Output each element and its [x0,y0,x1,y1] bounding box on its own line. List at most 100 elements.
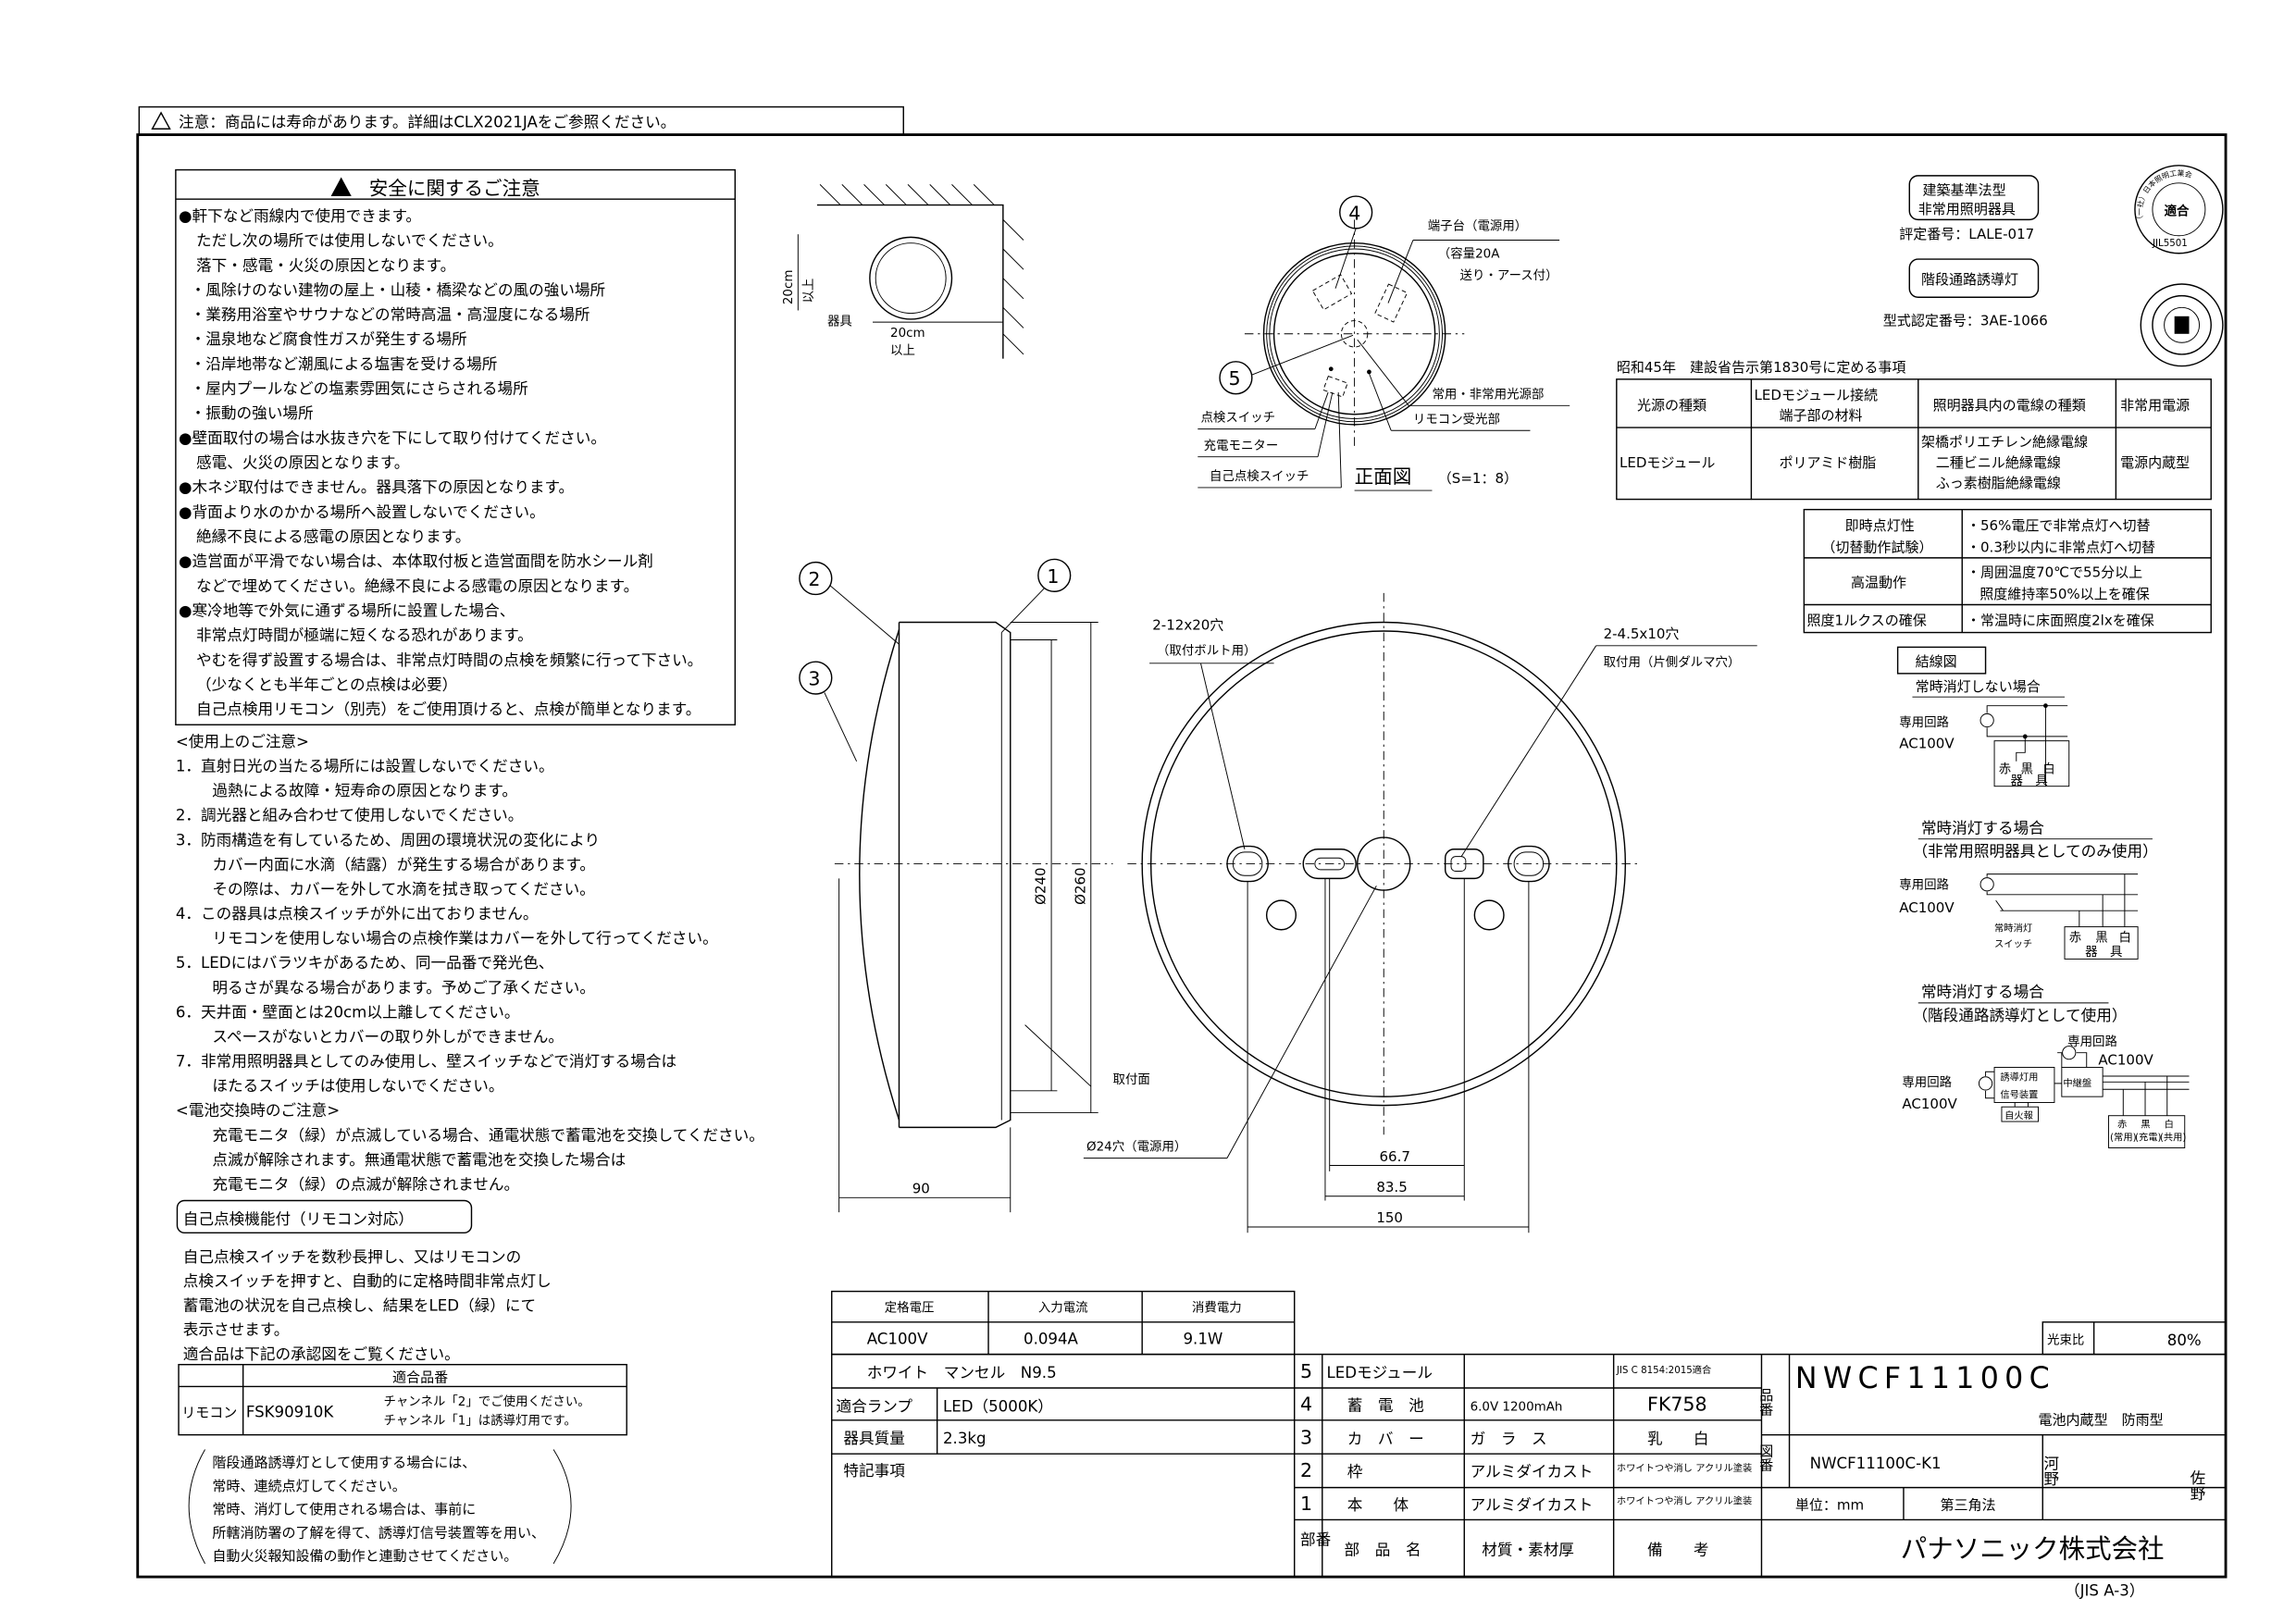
perf-label: 照度1ルクスの確保 [1807,613,1927,629]
regulation-title: 昭和45年 建設省告示第1830号に定める事項 [1617,359,1906,376]
rated-voltage: AC100V [867,1331,928,1348]
usage-line: 5．LEDにはバラツキがあるため、同一品番で発光色、 [176,954,554,972]
wiring-case1: 常時消灯しない場合 [1916,678,2041,695]
safety-line: 絶縁不良による感電の原因となります。 [196,528,470,546]
sheet-size: （JIS A-3） [2065,1582,2144,1600]
drawing-no-label: 図番 [1757,1443,1774,1471]
safety-line: ●造営面が平滑でない場合は、本体取付板と造営面間を防水シール剤 [179,552,653,570]
part-remarks: 乳 白 [1647,1430,1708,1447]
power-hole-label: Ø24穴（電源用） [1086,1140,1186,1155]
stamp-code-text: JIL5501 [2152,238,2188,249]
usage-line: リモコンを使用しない場合の点検作業はカバーを外して行ってください。 [212,930,717,948]
checker-signature: 佐野 [2188,1469,2205,1501]
safety-line: ●壁面取付の場合は水抜き穴を下にして取り付けてください。 [179,429,606,447]
fire-alarm-label: 自火報 [2004,1109,2033,1121]
light-source-label: 常用・非常用光源部 [1432,387,1544,402]
safety-line: やむを得ず設置する場合は、非常点灯時間の点検を頻繁に行って下さい。 [196,651,702,669]
dim-66-7: 66.7 [1379,1148,1409,1165]
fixture-label: 器具 [827,315,852,328]
part-remarks: JIS C 8154:2015適合 [1616,1364,1712,1376]
wire-black-use: (充電) [2135,1132,2162,1144]
safety-line: ●背面より水のかかる場所へ設置しないでください。 [179,503,545,521]
wire-red-use: (常用) [2110,1132,2137,1144]
safety-line: ・業務用浴室やサウナなどの常時高温・高湿度になる場所 [191,306,590,324]
wiring-case2-sub: （非常用照明器具としてのみ使用） [1912,843,2157,861]
company-name: パナソニック株式会社 [1901,1534,2165,1565]
stair-note-line: 常時、連続点灯してください。 [212,1478,405,1494]
spec-header: 定格電圧 [885,1301,935,1316]
certifications: 建築基準法型 非常用照明器具 評定番号：LALE-017 階段通路誘導灯 型式認… [1883,165,2224,367]
safety-line: 自己点検用リモコン（別売）をご使用頂けると、点検が簡単となります。 [196,700,701,718]
part-name: カ バ ー [1347,1430,1424,1447]
usage-line: 点滅が解除されます。無通電状態で蓄電池を交換した場合は [212,1151,626,1169]
safety-notice: 安全に関するご注意 ●軒下など雨線内で使用できます。ただし次の場所では使用しない… [175,168,737,725]
circuit-label: 専用回路 [1902,1075,1952,1090]
part-material: 6.0V 1200mAh [1471,1401,1563,1415]
header-part-name: 部 品 名 [1345,1541,1421,1558]
part-material: アルミダイカスト [1471,1496,1594,1514]
wire-red: 赤 [1999,762,2011,776]
selfcheck-line: 表示させます。 [183,1321,290,1339]
dim-150: 150 [1376,1209,1403,1226]
remote-channel-note: チャンネル「2」でご使用ください。 [384,1394,590,1409]
lamp-label: 適合ランプ [836,1397,912,1415]
diameter-240-label: Ø240 [1033,867,1049,904]
depth-90-label: 90 [912,1181,930,1197]
usage-line: 2．調光器と組み合わせて使用しないでください。 [176,807,523,824]
wall-top-clearance: 20cm [782,270,796,305]
remote-label: リモコン [181,1405,237,1421]
remote-channel-note: チャンネル「1」は誘導灯用です。 [384,1414,577,1429]
notes-label: 特記事項 [843,1462,905,1480]
usage-line: 4．この器具は点検スイッチが外に出ておりません。 [176,905,539,923]
wire-white: 白 [2119,930,2131,945]
terminal-material-value: ポリアミド樹脂 [1779,454,1876,471]
stair-note-line: 所轄消防署の了解を得て、誘導灯信号装置等を用い、 [212,1524,545,1541]
signal-device-label: 誘導灯用 [2000,1072,2038,1084]
check-switch-label: 点検スイッチ [1200,411,1275,426]
side-view: Ø240 Ø260 取付面 90 2 1 3 [799,558,1150,1213]
terminal-capacity: （容量20A [1438,246,1500,262]
fixture-label: 器 具 [2085,946,2122,960]
usage-line: <使用上のご注意> [176,733,309,750]
spec-header: 入力電流 [1038,1301,1088,1316]
front-view: 4 5 端子台（電源用） （容量20A 送り・アース付） 常用・非常用光源部 リ… [1198,195,1570,491]
part-number: 5 [1300,1360,1312,1382]
bolt-holes-note: （取付ボルト用） [1157,643,1257,658]
mount-holes-note: 取付用（片側ダルマ穴） [1604,655,1741,670]
perf-value: 照度維持率50%以上を確保 [1980,586,2150,602]
wire-type-value: 架橋ポリエチレン絶縁電線 [1921,434,2088,451]
emergency-power-value: 電源内蔵型 [2120,454,2190,471]
usage-line: 明るさが異なる場合があります。予めご了承ください。 [212,979,595,997]
regulation-table: 昭和45年 建設省告示第1830号に定める事項 光源の種類 LEDモジュール接続… [1616,359,2212,501]
wire-white: 白 [2165,1118,2174,1130]
part-number: 2 [1300,1459,1312,1481]
charge-monitor-label: 充電モニター [1204,439,1279,453]
part-name: 本 体 [1347,1496,1409,1514]
input-current: 0.094A [1024,1331,1079,1348]
wiring-diagrams: 結線図 常時消灯しない場合 専用回路 AC100V 赤 黒 白 器 具 常時消灯… [1896,646,2190,1149]
voltage-label: AC100V [2098,1051,2153,1068]
wire-red: 赤 [2069,930,2081,945]
circuit-label: 専用回路 [1899,715,1949,730]
part-remarks: FK758 [1647,1394,1707,1416]
stair-note-line: 自動火災報知設備の動作と連動させてください。 [212,1548,517,1565]
safety-line: ただし次の場所では使用しないでください。 [196,232,503,250]
performance-table: 即時点灯性 （切替動作試験） ・56%電圧で非常点灯へ切替 ・0.3秒以内に非常… [1803,508,2212,634]
header-part-no: 部番 [1300,1530,1332,1548]
part-callout-4: 4 [1348,202,1360,224]
wire-type-value: ふっ素樹脂絶縁電線 [1936,475,2061,491]
wall-clearance-view: 20cm 以上 20cm 以上 器具 [782,184,1024,359]
selfcheck-section: 自己点検機能付（リモコン対応） 自己点検スイッチを数秒長押し、又はリモコンの点検… [176,1199,627,1565]
selfcheck-line: 蓄電池の状況を自己点検し、結果をLED（緑）にて [183,1296,536,1314]
remote-model: FSK90910K [246,1404,335,1421]
safety-line: ・沿岸地帯など潮風による塩害を受ける場所 [191,355,498,373]
unit-label: 単位：mm [1795,1496,1864,1513]
terminal-feed: 送り・アース付） [1460,268,1558,283]
power-consumption: 9.1W [1183,1331,1222,1348]
fixture-label: 器 具 [2010,774,2047,788]
voltage-label: AC100V [1899,899,1955,916]
stair-note-line: 階段通路誘導灯として使用する場合には、 [212,1454,476,1470]
circuit-label: 専用回路 [1899,877,1949,892]
wall-side-clearance: 20cm [890,327,925,341]
usage-line: 充電モニタ（緑）が点滅している場合、通電状態で蓄電池を交換してください。 [212,1126,763,1144]
